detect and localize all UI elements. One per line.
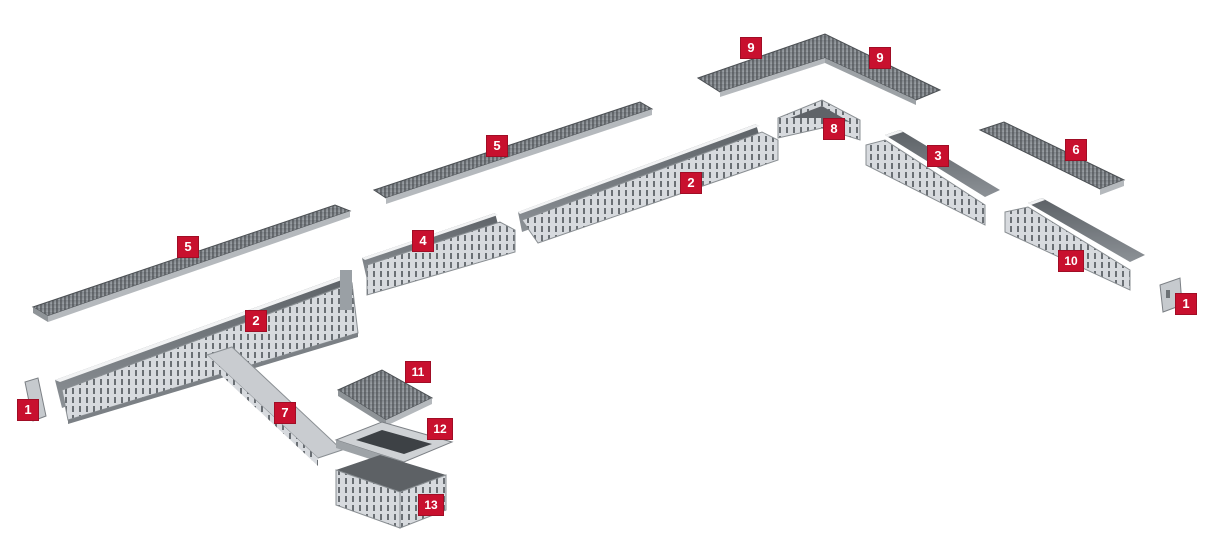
- callout-8: 8: [824, 119, 844, 139]
- channel-10: [1004, 198, 1145, 291]
- channel-7: [206, 346, 343, 466]
- callout-9-left: 9: [741, 38, 761, 58]
- callout-9-right: 9: [870, 48, 890, 68]
- callout-7: 7: [275, 403, 295, 423]
- callout-12: 12: [428, 419, 452, 439]
- callout-13: 13: [419, 495, 443, 515]
- pit-body-13: [335, 455, 447, 529]
- channel-3: [865, 130, 1000, 226]
- callout-1-left: 1: [18, 400, 38, 420]
- callout-5-middle: 5: [487, 136, 507, 156]
- corner-grating-9: [696, 33, 942, 105]
- channel-4: [362, 213, 516, 296]
- channel-2-left: [55, 270, 359, 424]
- callout-4: 4: [413, 231, 433, 251]
- callout-6: 6: [1066, 140, 1086, 160]
- callout-10: 10: [1059, 251, 1083, 271]
- pit-grating-11: [336, 369, 434, 426]
- grating-6: [978, 121, 1126, 195]
- channel-2-middle: [518, 124, 779, 244]
- grating-5-middle: [372, 101, 654, 204]
- callout-2-left: 2: [246, 311, 266, 331]
- corner-channel-8: [777, 99, 861, 141]
- callout-5-left: 5: [178, 237, 198, 257]
- grating-5-left: [31, 204, 352, 322]
- callout-1-right: 1: [1176, 294, 1196, 314]
- callout-3: 3: [928, 146, 948, 166]
- callout-2-middle: 2: [681, 173, 701, 193]
- callout-11: 11: [406, 362, 430, 382]
